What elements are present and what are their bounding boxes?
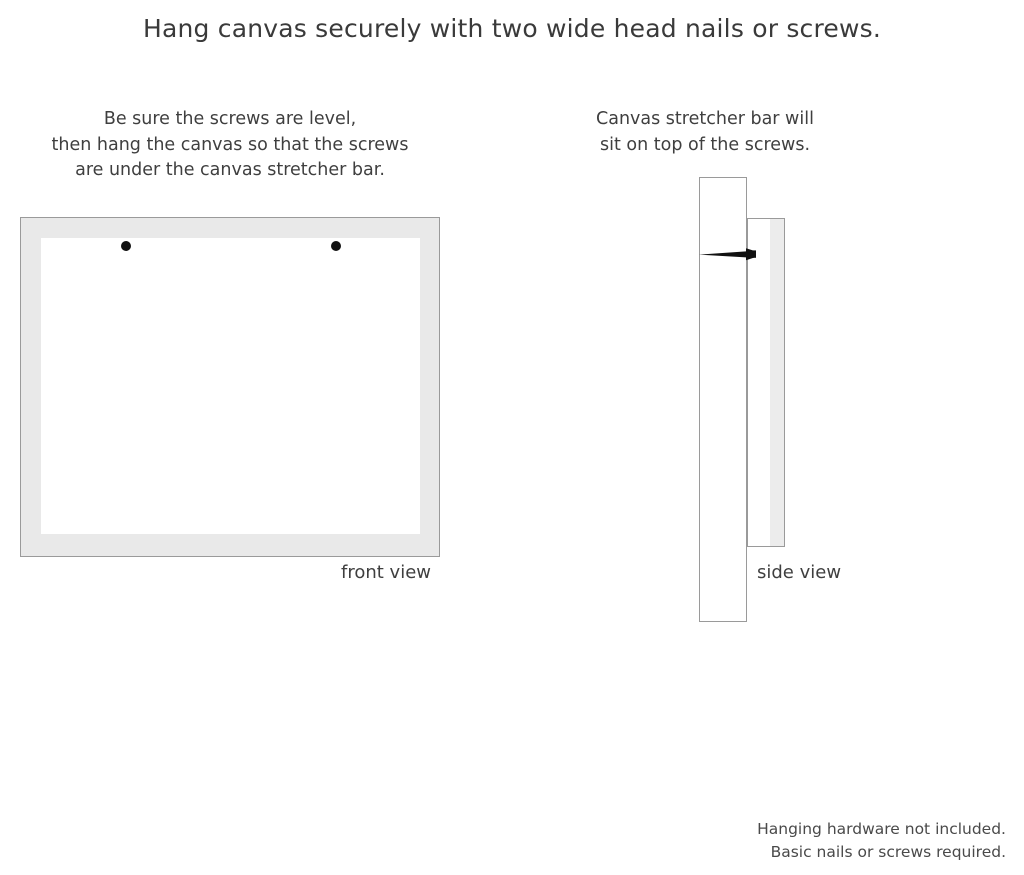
side-view-caption-line-1: Canvas stretcher bar will [596,109,814,129]
front-view-label: front view [341,562,431,583]
canvas-stretcher-bar [747,218,785,547]
side-view-caption: Canvas stretcher bar will sit on top of … [560,107,850,158]
canvas-front-view [20,217,440,557]
footer-note: Hanging hardware not included. Basic nai… [757,818,1006,864]
front-view-caption-line-1: Be sure the screws are level, [103,109,357,129]
canvas-front-face [41,238,420,534]
front-view-caption: Be sure the screws are level, then hang … [20,107,440,184]
front-view-caption-line-3: are under the canvas stretcher bar. [75,160,385,180]
canvas-side-view [690,170,880,630]
stretcher-bar-inner-face [748,219,770,546]
footer-note-line-1: Hanging hardware not included. [757,820,1006,838]
screw-icon [699,248,756,261]
wall-surface [699,177,747,622]
right-screw-head-icon [331,241,341,251]
front-view-caption-line-2: then hang the canvas so that the screws [51,134,409,155]
side-view-caption-line-2: sit on top of the screws. [599,134,811,155]
page-title: Hang canvas securely with two wide head … [142,14,882,43]
footer-note-line-2: Basic nails or screws required. [770,843,1006,861]
left-screw-head-icon [121,241,131,251]
side-view-label: side view [757,562,842,583]
